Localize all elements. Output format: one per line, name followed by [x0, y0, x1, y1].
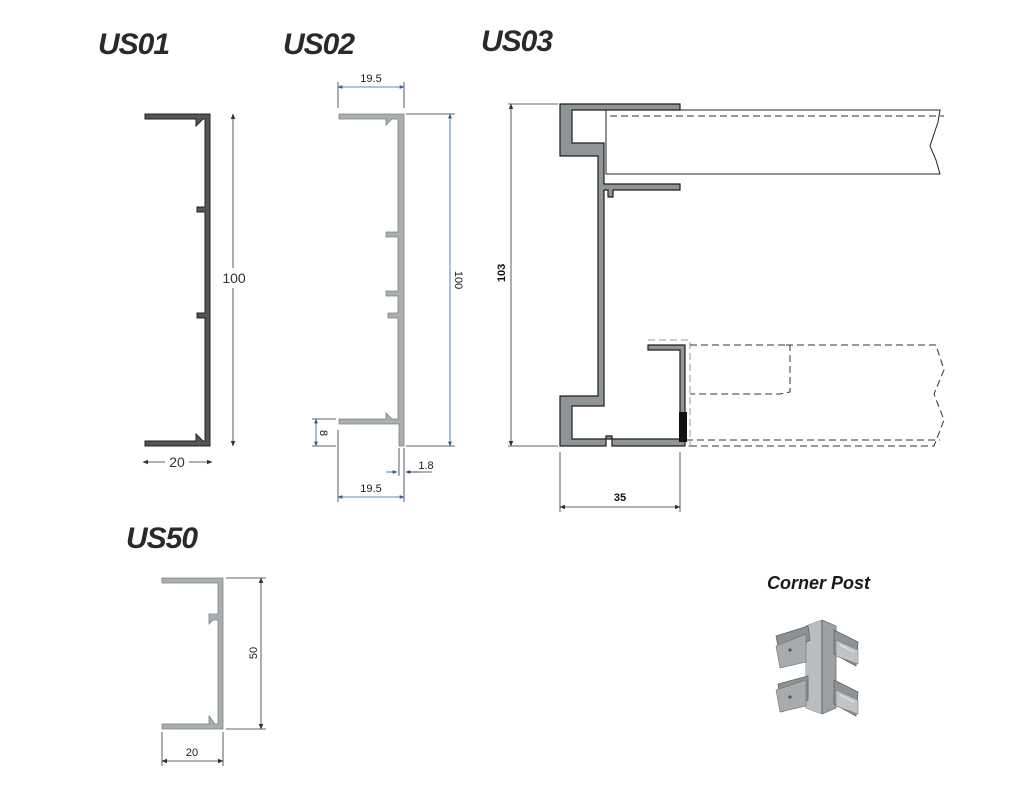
us01-width-label: 20	[169, 454, 185, 470]
us02-lip-label: 8	[317, 430, 329, 436]
us02-title: US02	[283, 28, 355, 61]
us01-title: US01	[98, 28, 169, 61]
us02-profile	[338, 113, 405, 447]
us02-height-label: 100	[452, 271, 464, 289]
us01-width-label-bg	[165, 453, 189, 471]
corner-post-image	[775, 619, 859, 717]
us50-group: US50 50 20	[126, 522, 266, 766]
us01-profile	[144, 113, 211, 447]
us01-group: US01 100 20	[98, 28, 246, 471]
us03-profile	[559, 103, 686, 447]
us03-height-label: 103	[496, 264, 508, 282]
us50-profile	[161, 577, 224, 730]
us03-width-label: 35	[614, 492, 626, 504]
us02-bottom-width-label: 19.5	[360, 483, 381, 495]
us02-thickness-label: 1.8	[418, 460, 433, 472]
us50-height-label: 50	[248, 647, 260, 659]
us02-top-width-label: 19.5	[360, 73, 381, 85]
us03-upper-panel	[605, 109, 941, 175]
us03-title: US03	[481, 25, 553, 58]
corner-post-group: Corner Post	[767, 573, 871, 717]
us50-width-label: 20	[186, 747, 198, 759]
us50-title: US50	[126, 522, 198, 555]
us02-height-label-bg	[452, 266, 464, 294]
corner-post-label: Corner Post	[767, 573, 871, 593]
us01-height-label: 100	[222, 270, 246, 286]
us02-group: US02 19.5 100 8 1.8 19.5	[283, 28, 464, 502]
us03-group: US03 103 35	[481, 25, 945, 512]
us03-lower-panel-dashed	[686, 344, 945, 447]
us03-height-label-bg	[494, 260, 508, 286]
us03-gasket	[679, 412, 687, 442]
us01-height-label-bg	[222, 268, 246, 288]
